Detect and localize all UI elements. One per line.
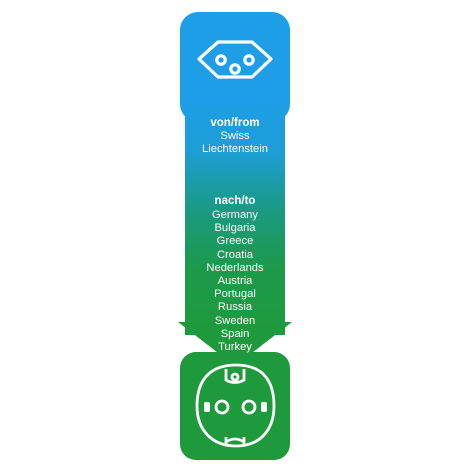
to-country: Sweden bbox=[214, 314, 256, 327]
from-country: Swiss bbox=[220, 130, 250, 142]
source-plug-panel bbox=[180, 12, 290, 122]
swiss-plug-type-j-icon bbox=[197, 40, 273, 79]
from-heading: von/from bbox=[210, 117, 260, 129]
arrow-down-icon bbox=[178, 322, 292, 366]
to-country: Austria bbox=[217, 275, 253, 288]
connector-band bbox=[185, 100, 285, 335]
to-country: Russia bbox=[217, 301, 253, 314]
to-country: Portugal bbox=[214, 288, 256, 301]
to-country: Greece bbox=[216, 235, 254, 248]
to-heading: nach/to bbox=[214, 195, 256, 207]
from-country: Liechtenstein bbox=[202, 143, 268, 155]
to-country: Nederlands bbox=[206, 261, 264, 274]
to-country: Germany bbox=[211, 209, 258, 221]
schuko-socket-type-f-icon bbox=[195, 363, 276, 448]
to-country: Spain bbox=[220, 327, 250, 340]
to-country: Croatia bbox=[216, 248, 254, 261]
to-country: Bulgaria bbox=[214, 222, 256, 235]
target-country-list: Germany Bulgaria Greece Croatia Nederlan… bbox=[185, 209, 285, 354]
to-country: Turkey bbox=[218, 341, 252, 354]
